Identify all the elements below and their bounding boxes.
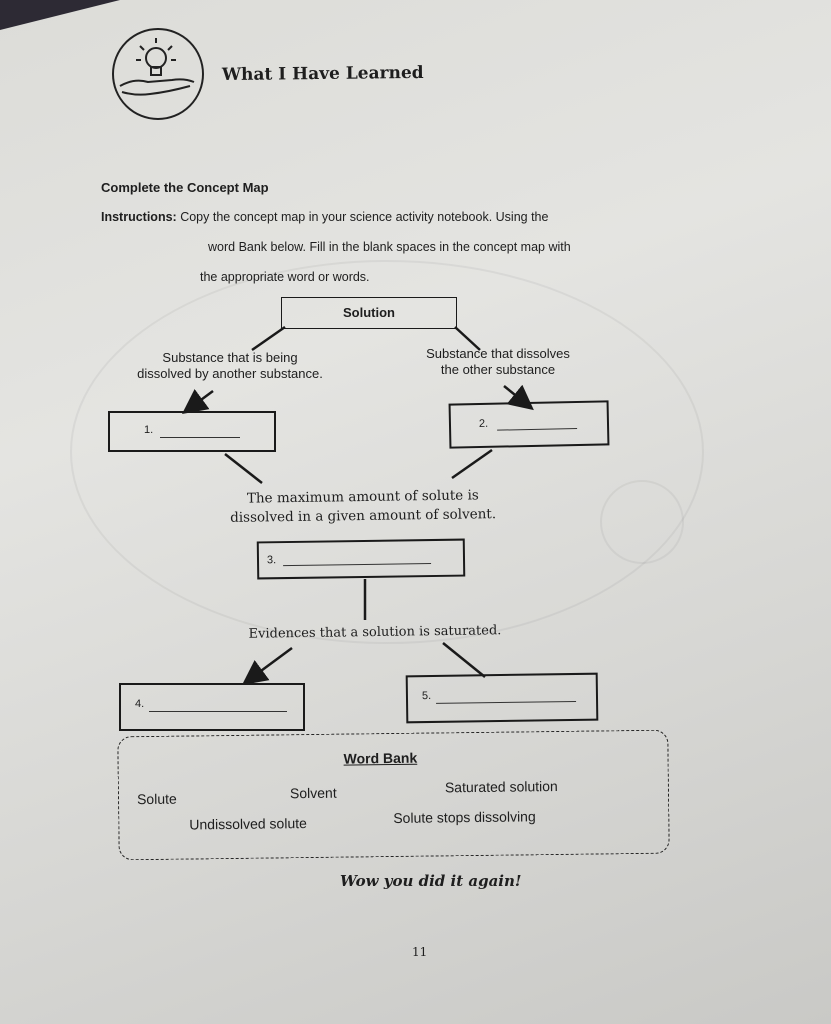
blank-box-1[interactable]: 1. — [108, 411, 276, 452]
closing-message: Wow you did it again! — [340, 872, 522, 890]
blank-line-4 — [149, 711, 287, 712]
blank-line-2 — [497, 427, 578, 431]
lightbulb-hand-icon — [112, 28, 204, 120]
blank-box-4[interactable]: 4. — [119, 683, 305, 731]
word-solute: Solute — [136, 790, 177, 808]
blank-number-5: 5. — [421, 689, 432, 703]
word-solvent: Solvent — [289, 784, 337, 802]
blank-line-1 — [160, 437, 240, 438]
saturated-definition: The maximum amount of solute is dissolve… — [198, 486, 528, 529]
instructions-line-1: Instructions: Copy the concept map in yo… — [101, 210, 548, 224]
blank-line-3 — [283, 563, 432, 567]
instructions-line-2: word Bank below. Fill in the blank space… — [208, 240, 571, 254]
instructions-label: Instructions: — [101, 210, 177, 224]
solute-definition: Substance that is being dissolved by ano… — [110, 350, 350, 382]
solvent-definition-line-2: the other substance — [440, 362, 556, 377]
blank-number-1: 1. — [144, 424, 154, 436]
section-title: Complete the Concept Map — [101, 180, 269, 195]
page-number: 11 — [412, 945, 428, 959]
instructions-line-3: the appropriate word or words. — [200, 270, 370, 284]
blank-box-2[interactable]: 2. — [448, 400, 610, 449]
word-bank: Word Bank Solute Solvent Saturated solut… — [117, 729, 670, 861]
word-undissolved-solute: Undissolved solute — [189, 815, 307, 833]
instructions-text-1: Copy the concept map in your science act… — [180, 210, 549, 224]
blank-box-5[interactable]: 5. — [405, 672, 599, 724]
word-saturated-solution: Saturated solution — [444, 777, 558, 796]
solute-definition-line-2: dissolved by another substance. — [137, 366, 323, 381]
blank-number-3: 3. — [266, 554, 277, 567]
solvent-definition-line-1: Substance that dissolves — [426, 346, 570, 361]
root-label: Solution — [343, 305, 395, 320]
blank-box-3[interactable]: 3. — [256, 538, 466, 580]
solvent-definition: Substance that dissolves the other subst… — [398, 346, 598, 378]
solute-definition-line-1: Substance that is being — [162, 350, 298, 365]
root-box: Solution — [281, 297, 457, 329]
word-bank-title: Word Bank — [343, 749, 418, 767]
blank-number-4: 4. — [135, 698, 145, 710]
blank-number-2: 2. — [478, 417, 489, 431]
blank-line-5 — [436, 700, 577, 704]
word-solute-stops-dissolving: Solute stops dissolving — [393, 808, 536, 827]
show-through-circle — [600, 480, 684, 564]
show-through-cloud — [70, 260, 704, 644]
background-dark-corner — [0, 0, 120, 30]
